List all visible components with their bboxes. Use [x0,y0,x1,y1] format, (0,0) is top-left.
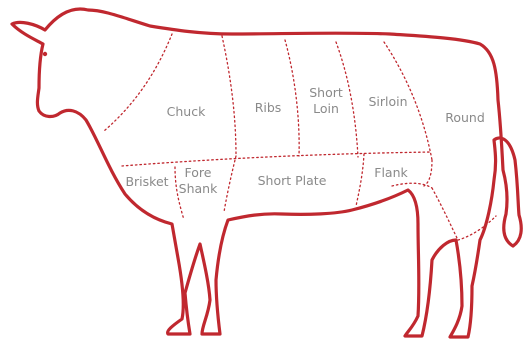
chuck-label: Chuck [167,104,206,119]
sirloin-label: Sirloin [368,94,407,109]
shank-plate-line [223,155,237,213]
round-label: Round [445,110,485,125]
flank-label: Flank [374,165,408,180]
chuck-neck-line [103,33,173,132]
round-tail-line [457,215,497,241]
sirloin-round-line [383,41,433,161]
fore-shank-label-line: Shank [179,181,218,196]
flank-label-line: Flank [374,165,408,180]
round-leg-line [431,187,459,241]
cut-lines [103,33,497,241]
cow-outline [10,7,523,339]
belly-line [121,151,433,167]
short-plate-label-line: Short Plate [258,173,327,188]
short-plate-label: Short Plate [258,173,327,188]
round-label-line: Round [445,110,485,125]
flank-round-line [423,159,433,187]
short-loin-label-line: Loin [313,101,339,116]
chuck-label-line: Chuck [167,104,206,119]
plate-flank-line [355,153,365,207]
ribs-shortloin-line [284,39,300,157]
brisket-label-line: Brisket [125,174,168,189]
cow-eye-icon [42,51,48,57]
sirloin-label-line: Sirloin [368,94,407,109]
flank-bottom-line [391,182,433,189]
short-loin-label-line: Short [309,85,343,100]
ribs-label: Ribs [255,100,282,115]
shortloin-sirloin-line [335,41,359,158]
fore-shank-label-line: Fore [185,165,212,180]
chuck-ribs-line [221,35,237,157]
brisket-label: Brisket [125,174,168,189]
ribs-label-line: Ribs [255,100,282,115]
brisket-shank-line [174,166,185,221]
